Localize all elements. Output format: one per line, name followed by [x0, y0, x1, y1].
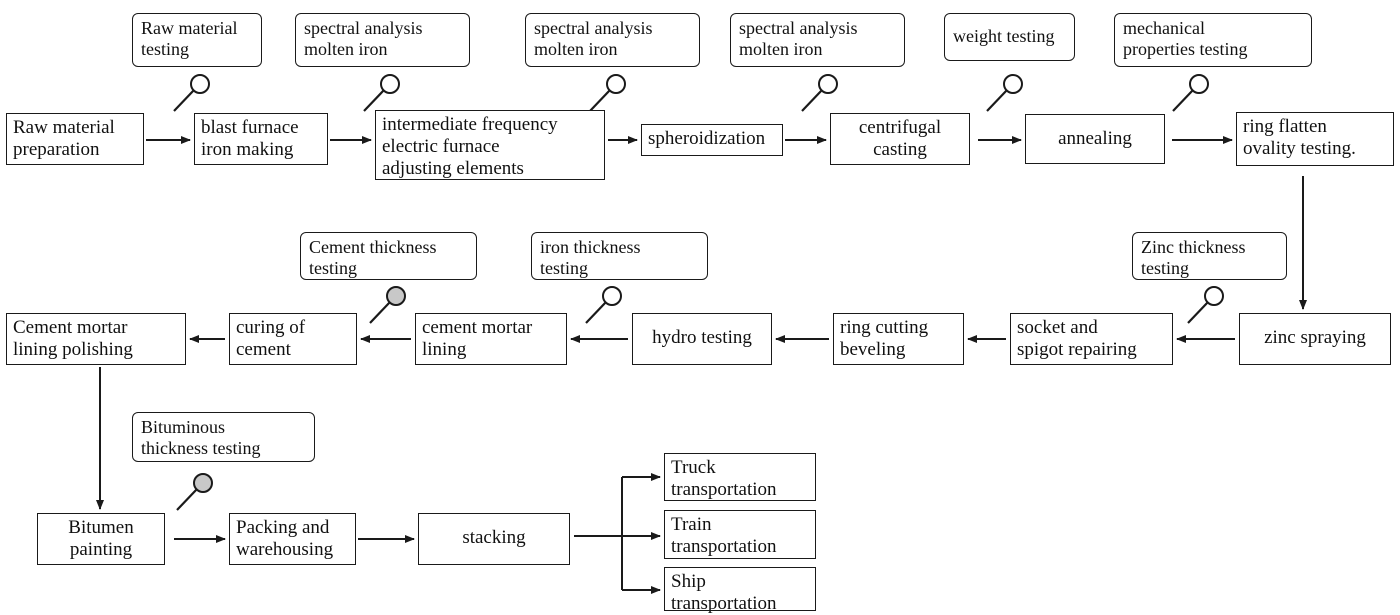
magnifier-icon-mechanical: [1172, 74, 1209, 112]
magnifier-icon-weight: [986, 74, 1023, 112]
node-lining-polishing: Cement mortar lining polishing: [6, 313, 186, 365]
magnifier-icon-spectral-1: [363, 74, 400, 112]
node-raw-material-preparation: Raw material preparation: [6, 113, 144, 165]
magnifier-icon-zinc-thickness: [1187, 286, 1224, 324]
callout-spectral-analysis-3: spectral analysis molten iron: [730, 13, 905, 67]
node-curing-of-cement: curing of cement: [229, 313, 357, 365]
node-truck-transportation: Truck transportation: [664, 453, 816, 501]
node-ship-transportation: Ship transportation: [664, 567, 816, 614]
magnifier-icon-spectral-3: [801, 74, 838, 112]
callout-bituminous-thickness-testing: Bituminous thickness testing: [132, 412, 315, 462]
node-zinc-spraying: zinc spraying: [1239, 313, 1391, 365]
callout-raw-material-testing: Raw material testing: [132, 13, 262, 67]
node-bitumen-painting: Bitumen painting: [37, 513, 165, 565]
node-spheroidization: spheroidization: [641, 124, 783, 156]
callout-mechanical-properties-testing: mechanical properties testing: [1114, 13, 1312, 67]
magnifier-icon-spectral-2: [589, 74, 626, 112]
node-ring-flatten: ring flatten ovality testing.: [1236, 112, 1394, 166]
callout-zinc-thickness-testing: Zinc thickness testing: [1132, 232, 1287, 280]
node-intermediate-frequency-furnace: intermediate frequency electric furnace …: [375, 110, 605, 180]
callout-spectral-analysis-2: spectral analysis molten iron: [525, 13, 700, 67]
node-blast-furnace: blast furnace iron making: [194, 113, 328, 165]
callout-spectral-analysis-1: spectral analysis molten iron: [295, 13, 470, 67]
magnifier-icon-raw-testing: [173, 74, 210, 112]
magnifier-icon-cement-thickness: [369, 286, 406, 324]
node-train-transportation: Train transportation: [664, 510, 816, 559]
node-ring-cutting-beveling: ring cutting beveling: [833, 313, 964, 365]
node-cement-mortar-lining: cement mortar lining: [415, 313, 567, 365]
callout-iron-thickness-testing: iron thickness testing: [531, 232, 708, 280]
node-annealing: annealing: [1025, 114, 1165, 164]
node-stacking: stacking: [418, 513, 570, 565]
node-socket-spigot-repairing: socket and spigot repairing: [1010, 313, 1173, 365]
callout-weight-testing: weight testing: [944, 13, 1075, 61]
node-packing-warehousing: Packing and warehousing: [229, 513, 356, 565]
callout-cement-thickness-testing: Cement thickness testing: [300, 232, 477, 280]
magnifier-icon-iron-thickness: [585, 286, 622, 324]
node-centrifugal-casting: centrifugal casting: [830, 113, 970, 165]
node-hydro-testing: hydro testing: [632, 313, 772, 365]
magnifier-icon-bituminous: [176, 473, 213, 511]
